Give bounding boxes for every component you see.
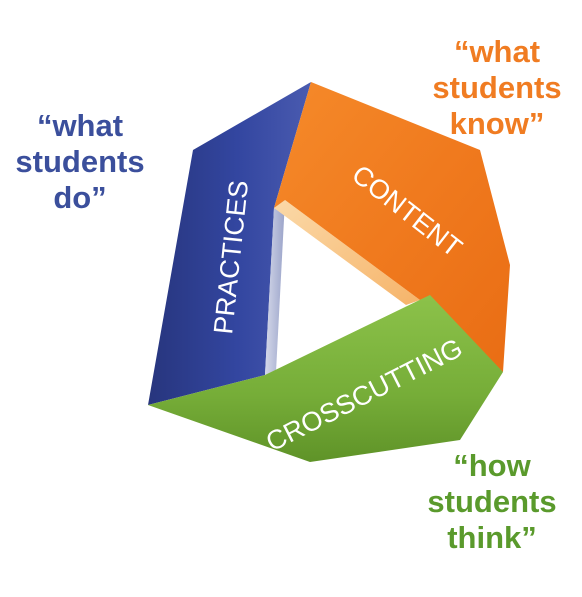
caption-know-line-3: know”: [449, 106, 545, 141]
caption-know-line-1: “what: [453, 34, 541, 69]
caption-what-students-do: “what students do”: [0, 108, 160, 216]
caption-think-line-1: “how: [453, 448, 531, 483]
practices-band: PRACTICES: [148, 82, 311, 405]
crosscutting-band-face: [148, 295, 503, 462]
caption-do-line-3: do”: [53, 180, 107, 215]
caption-how-students-think: “how students think”: [402, 448, 582, 556]
caption-what-students-know: “what students know”: [412, 34, 582, 142]
content-band-inner-edge: [274, 200, 420, 305]
content-band-face: [274, 82, 510, 372]
practices-band-face: [148, 82, 311, 405]
practices-band-inner-edge: [265, 200, 285, 375]
caption-think-line-2: students: [427, 484, 557, 519]
caption-do-line-2: students: [15, 144, 145, 179]
caption-do-line-1: “what: [36, 108, 124, 143]
content-band: CONTENT: [274, 82, 510, 372]
caption-think-line-3: think”: [447, 520, 537, 555]
caption-know-line-2: students: [432, 70, 562, 105]
